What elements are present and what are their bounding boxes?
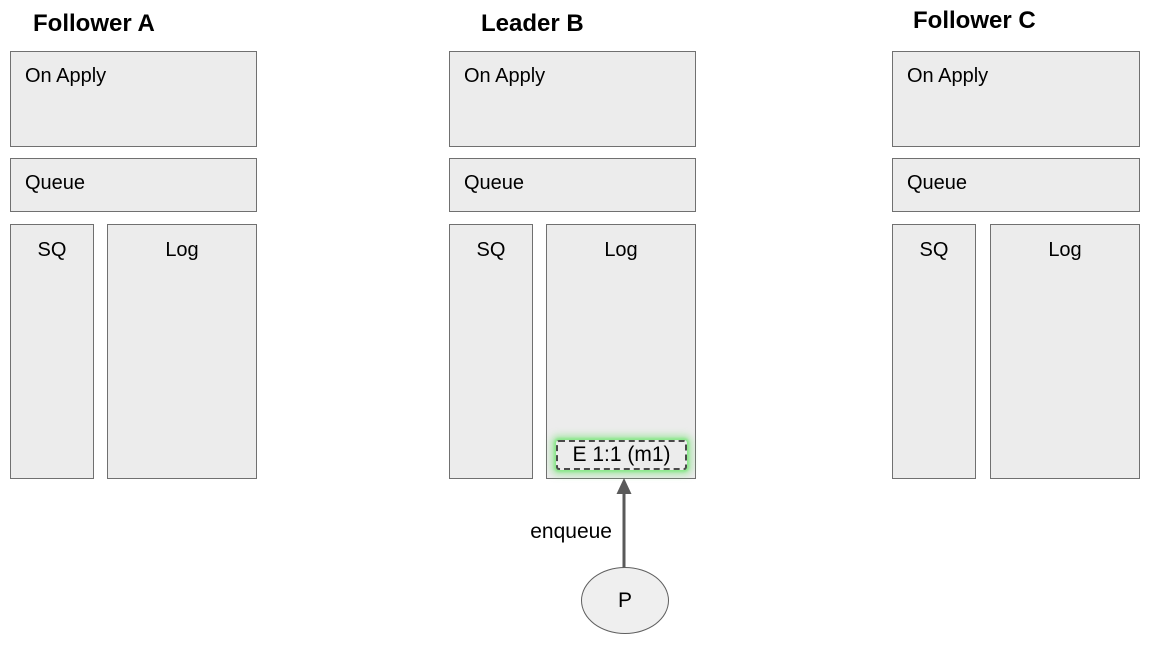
sq-box: SQ xyxy=(449,224,533,479)
node-title: Follower A xyxy=(33,10,155,37)
node-title: Follower C xyxy=(913,7,1036,34)
node-follower-c: Follower C On Apply Queue SQ Log xyxy=(892,0,1140,651)
producer-node: P xyxy=(581,567,669,634)
sq-label: SQ xyxy=(476,239,506,261)
log-box: Log xyxy=(990,224,1140,479)
sq-box: SQ xyxy=(10,224,94,479)
on-apply-label: On Apply xyxy=(464,65,546,87)
queue-box: Queue xyxy=(449,158,696,212)
log-box: Log E 1:1 (m1) xyxy=(546,224,696,479)
sq-label: SQ xyxy=(37,239,67,261)
log-label: Log xyxy=(604,239,638,261)
log-label: Log xyxy=(1048,239,1082,261)
log-box: Log xyxy=(107,224,257,479)
queue-label: Queue xyxy=(464,172,525,194)
log-label: Log xyxy=(165,239,199,261)
node-follower-a: Follower A On Apply Queue SQ Log xyxy=(10,0,257,651)
sq-label: SQ xyxy=(919,239,949,261)
queue-box: Queue xyxy=(892,158,1140,212)
node-title: Leader B xyxy=(481,10,584,37)
queue-box: Queue xyxy=(10,158,257,212)
edge-label-enqueue: enqueue xyxy=(530,520,612,543)
log-entry-highlighted: E 1:1 (m1) xyxy=(556,440,687,470)
on-apply-label: On Apply xyxy=(25,65,107,87)
producer-label: P xyxy=(617,588,632,612)
on-apply-box: On Apply xyxy=(10,51,257,147)
queue-label: Queue xyxy=(907,172,968,194)
on-apply-box: On Apply xyxy=(449,51,696,147)
queue-label: Queue xyxy=(25,172,86,194)
on-apply-label: On Apply xyxy=(907,65,989,87)
sq-box: SQ xyxy=(892,224,976,479)
arrow-up-icon xyxy=(616,478,632,568)
node-leader-b: Leader B On Apply Queue SQ Log E 1:1 (m1… xyxy=(449,0,696,651)
on-apply-box: On Apply xyxy=(892,51,1140,147)
